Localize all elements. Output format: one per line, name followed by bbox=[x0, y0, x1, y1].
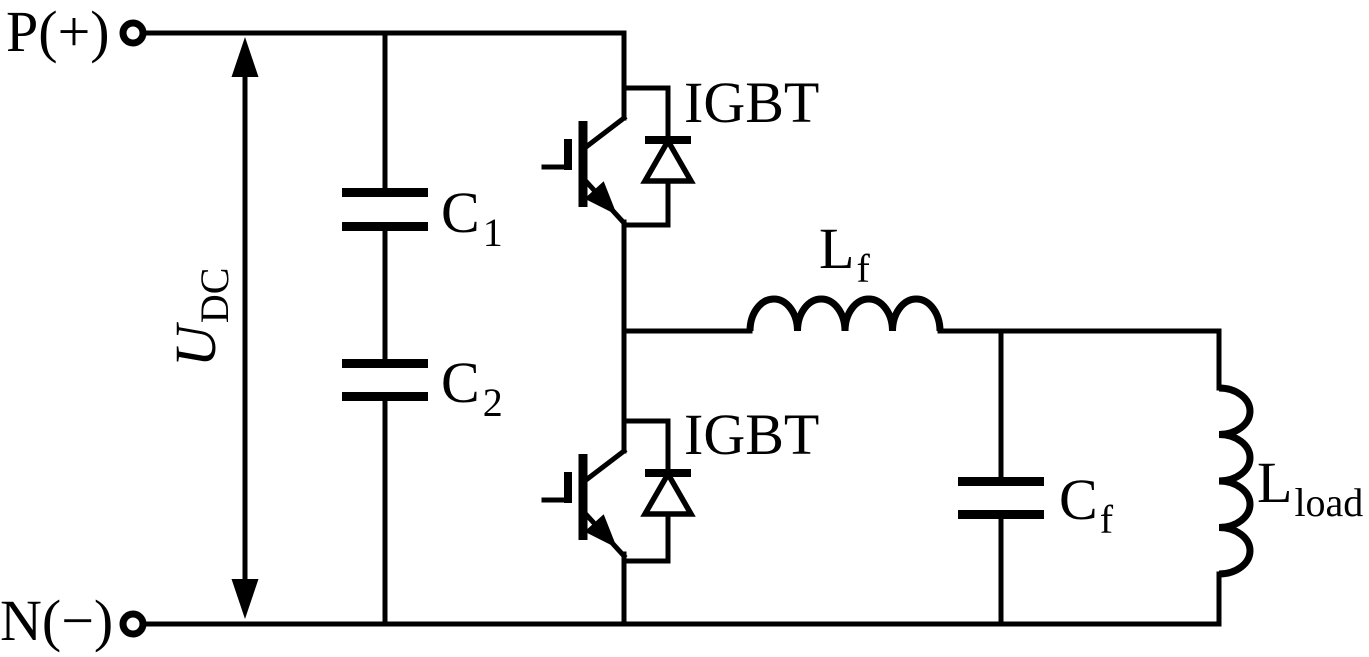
c2-label-sub: 2 bbox=[483, 380, 503, 425]
lload-label-sub: load bbox=[1294, 480, 1363, 525]
capacitor-c1 bbox=[342, 188, 428, 231]
udc-arrowhead-up bbox=[231, 37, 259, 77]
lf-label: Lf bbox=[819, 216, 870, 291]
igbt-lower-collector-slant bbox=[582, 447, 628, 484]
c1-label: C1 bbox=[441, 180, 503, 255]
cf-label-base: C bbox=[1059, 467, 1098, 532]
diode-lower-cathode-lead bbox=[621, 418, 671, 476]
capacitor-cf bbox=[958, 477, 1044, 519]
udc-arrow bbox=[231, 37, 259, 619]
terminal-positive-label: P(+) bbox=[6, 0, 110, 64]
inductor-lload-coil bbox=[1218, 384, 1254, 578]
igbt-upper-collector-slant bbox=[582, 114, 628, 151]
diode-upper-anode-lead bbox=[621, 178, 671, 228]
filter-to-load-wire bbox=[937, 328, 1222, 391]
capacitor-c2 bbox=[342, 359, 428, 401]
igbt-lower bbox=[541, 447, 628, 560]
terminal-negative-label: N(−) bbox=[0, 588, 113, 653]
diode-upper bbox=[621, 85, 696, 228]
igbt-upper-emitter-arrow bbox=[584, 181, 617, 215]
cf-label: Cf bbox=[1059, 467, 1114, 542]
lload-label-base: L bbox=[1257, 450, 1292, 515]
c2-label: C2 bbox=[441, 350, 503, 425]
igbt-lower-label: IGBT bbox=[684, 402, 819, 467]
terminal-positive-circle bbox=[119, 19, 147, 47]
cf-label-sub: f bbox=[1100, 497, 1114, 542]
diode-upper-cathode-lead bbox=[621, 85, 671, 143]
c2-label-base: C bbox=[441, 350, 480, 415]
lf-label-base: L bbox=[819, 216, 854, 281]
diode-lower-anode-lead bbox=[621, 511, 671, 564]
c1-label-sub: 1 bbox=[483, 210, 503, 255]
udc-label: UDC bbox=[163, 268, 237, 367]
lf-label-sub: f bbox=[856, 246, 870, 291]
igbt-upper bbox=[541, 114, 628, 227]
wiring bbox=[143, 30, 1222, 627]
igbt-lower-emitter-arrow bbox=[584, 514, 617, 548]
udc-label-base: U bbox=[163, 321, 228, 367]
lload-label: Lload bbox=[1257, 450, 1363, 525]
terminal-negative-circle bbox=[119, 610, 147, 638]
c1-label-base: C bbox=[441, 180, 480, 245]
diode-lower bbox=[621, 418, 696, 564]
igbt-upper-label: IGBT bbox=[684, 70, 819, 135]
udc-label-sub: DC bbox=[192, 268, 237, 324]
udc-arrowhead-down bbox=[231, 579, 259, 619]
inductor-lf-coil bbox=[746, 295, 944, 332]
